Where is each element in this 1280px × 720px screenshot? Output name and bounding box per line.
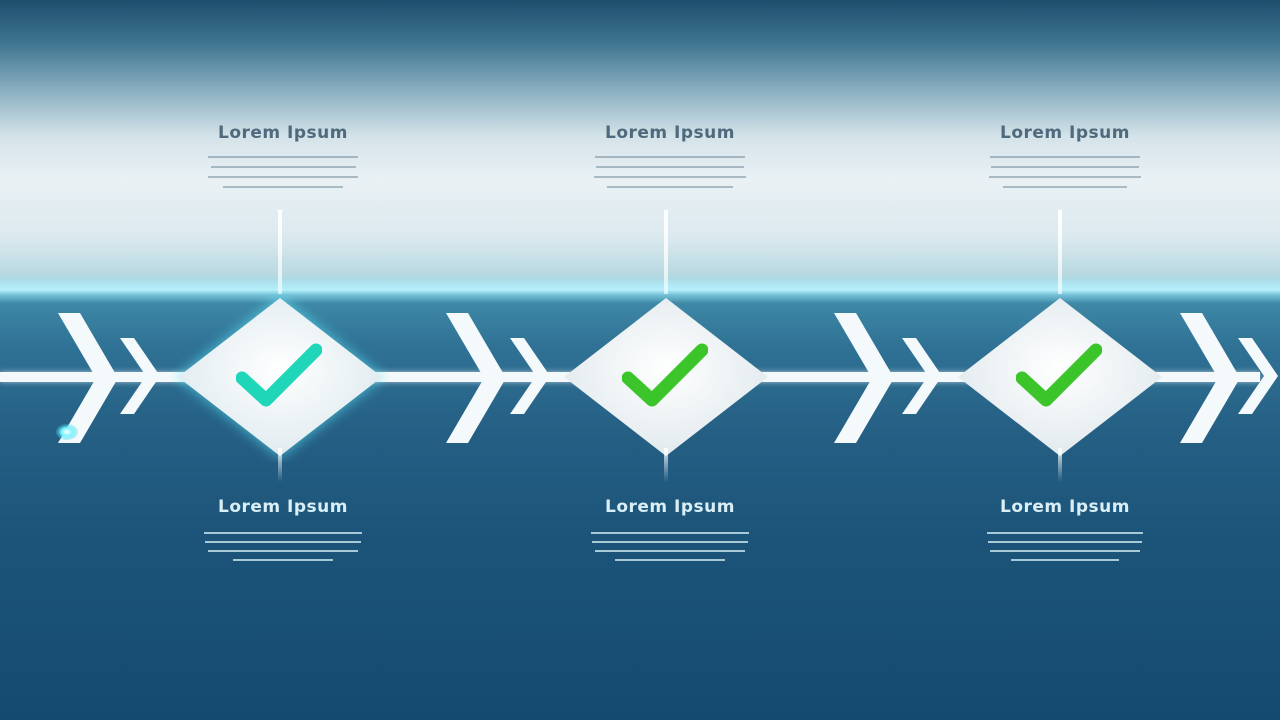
chevron-right-icon (834, 313, 894, 443)
connector-stem (664, 210, 668, 294)
chevron-right-icon (510, 338, 550, 414)
chevron-right-icon (120, 338, 160, 414)
chevron-right-icon (58, 313, 118, 443)
chevron-right-icon (1238, 338, 1278, 414)
step-top-description (590, 156, 750, 196)
step-top-title: Lorem Ipsum (218, 123, 348, 143)
step-bottom-title: Lorem Ipsum (605, 497, 735, 517)
step-bottom-description (203, 532, 363, 568)
glow-spark (56, 424, 78, 440)
step-bottom-description (590, 532, 750, 568)
connector-stem (1058, 448, 1062, 482)
checkmark-icon (1016, 343, 1102, 407)
step-top-description (203, 156, 363, 196)
step-top-title: Lorem Ipsum (1000, 123, 1130, 143)
connector-stem (278, 448, 282, 482)
connector-stem (664, 448, 668, 482)
step-top-title: Lorem Ipsum (605, 123, 735, 143)
chevron-right-icon (902, 338, 942, 414)
step-top-description (985, 156, 1145, 196)
step-bottom-title: Lorem Ipsum (218, 497, 348, 517)
step-bottom-title: Lorem Ipsum (1000, 497, 1130, 517)
checkmark-icon (622, 343, 708, 407)
chevron-right-icon (1180, 313, 1240, 443)
checkmark-icon (236, 343, 322, 407)
step-bottom-description (985, 532, 1145, 568)
connector-stem (1058, 210, 1062, 294)
connector-stem (278, 210, 282, 294)
chevron-right-icon (446, 313, 506, 443)
